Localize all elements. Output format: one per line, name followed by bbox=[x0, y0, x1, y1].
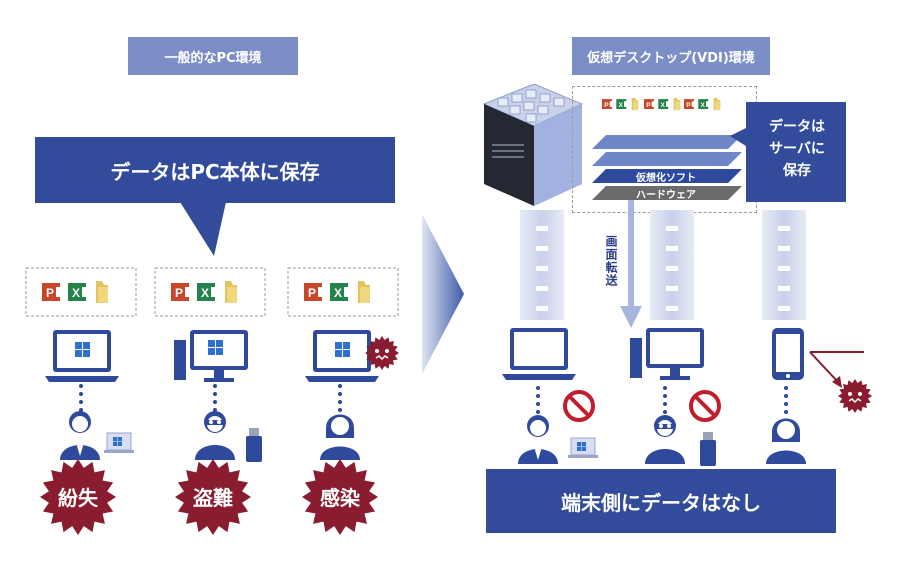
risk-label: 紛失 bbox=[58, 486, 99, 510]
svg-text:X: X bbox=[201, 286, 209, 300]
svg-text:X: X bbox=[701, 102, 706, 109]
powerpoint-icon: P bbox=[644, 99, 657, 109]
windows-logo-icon bbox=[577, 442, 586, 451]
virus-icon bbox=[365, 336, 399, 370]
server-note-text: データは サーバに 保存 bbox=[769, 119, 825, 179]
excel-icon: X bbox=[68, 283, 90, 301]
laptop-icon bbox=[502, 328, 576, 380]
thief-person-icon bbox=[195, 411, 235, 460]
general-pc-tag: 一般的なPC環境 bbox=[128, 37, 298, 75]
folder-icon bbox=[673, 98, 681, 111]
connection-dots bbox=[213, 384, 217, 412]
virus-burst bbox=[838, 379, 872, 413]
folder-icon bbox=[358, 281, 370, 303]
excel-icon: X bbox=[330, 283, 352, 301]
powerpoint-icon: P bbox=[171, 283, 193, 301]
svg-text:X: X bbox=[619, 102, 624, 109]
server-icon bbox=[482, 84, 584, 206]
virtualization-layers bbox=[592, 135, 742, 200]
excel-icon: X bbox=[658, 99, 671, 109]
svg-text:P: P bbox=[646, 102, 651, 109]
svg-text:P: P bbox=[175, 286, 183, 300]
folder-icon bbox=[631, 98, 639, 111]
virus-burst bbox=[365, 336, 399, 370]
excel-icon: X bbox=[197, 283, 219, 301]
connection-dots bbox=[338, 384, 342, 412]
prohibited-icon bbox=[563, 390, 595, 422]
svg-text:P: P bbox=[46, 286, 54, 300]
signal-beams bbox=[520, 210, 806, 320]
windows-logo-icon bbox=[75, 342, 90, 357]
prohibited-icon bbox=[689, 390, 721, 422]
local-files-box bbox=[25, 267, 137, 317]
risk-label: 感染 bbox=[320, 486, 361, 510]
powerpoint-icon: P bbox=[42, 283, 64, 301]
folder-icon bbox=[96, 281, 108, 303]
excel-icon: X bbox=[698, 99, 711, 109]
svg-text:P: P bbox=[604, 102, 609, 109]
windows-logo-icon bbox=[113, 437, 122, 446]
right-devices bbox=[502, 328, 872, 466]
desktop-pc-icon bbox=[174, 330, 248, 382]
transition-arrow bbox=[422, 214, 464, 374]
svg-text:X: X bbox=[661, 102, 666, 109]
risk-burst bbox=[302, 459, 378, 535]
smartphone-icon bbox=[772, 328, 804, 380]
local-files-box bbox=[154, 267, 266, 317]
powerpoint-icon: P bbox=[684, 99, 697, 109]
small-laptop-icon bbox=[104, 432, 134, 453]
woman-person-icon bbox=[320, 414, 360, 460]
left-devices: P X P X P X 紛失 盗難 感染 bbox=[25, 267, 399, 535]
folder-icon bbox=[225, 281, 237, 303]
risk-burst bbox=[40, 459, 116, 535]
virus-icon bbox=[838, 379, 872, 413]
layer-virtualization-label: 仮想化ソフト bbox=[636, 173, 696, 184]
windows-logo-icon bbox=[335, 342, 350, 357]
server-note-callout bbox=[730, 102, 846, 202]
local-files-box bbox=[287, 267, 399, 317]
connection-dots bbox=[79, 384, 83, 412]
connection-dots bbox=[663, 386, 667, 414]
risk-burst bbox=[175, 459, 251, 535]
layer-hardware-label: ハードウェア bbox=[636, 190, 696, 201]
svg-text:X: X bbox=[334, 286, 342, 300]
small-laptop-icon bbox=[568, 437, 598, 458]
powerpoint-icon: P bbox=[304, 283, 326, 301]
desktop-pc-icon bbox=[630, 328, 704, 380]
screen-transfer-label: 画面転送 bbox=[604, 235, 618, 287]
svg-text:X: X bbox=[72, 286, 80, 300]
svg-text:P: P bbox=[308, 286, 316, 300]
folder-icon bbox=[713, 98, 721, 111]
powerpoint-icon: P bbox=[602, 99, 615, 109]
thief-person-icon bbox=[645, 415, 685, 464]
woman-person-icon bbox=[766, 418, 806, 464]
svg-text:P: P bbox=[686, 102, 691, 109]
connection-dots bbox=[536, 386, 540, 414]
screen-transfer-arrow bbox=[620, 200, 642, 328]
connection-dots bbox=[784, 386, 788, 414]
usb-drive-icon bbox=[700, 432, 716, 466]
attack-arrow bbox=[809, 351, 839, 383]
man-person-icon bbox=[60, 411, 100, 460]
no-data-on-device-banner: 端末側にデータはなし bbox=[486, 469, 836, 533]
usb-drive-icon bbox=[246, 428, 262, 462]
windows-logo-icon bbox=[208, 340, 223, 355]
risk-label: 盗難 bbox=[193, 486, 233, 510]
excel-icon: X bbox=[616, 99, 629, 109]
data-on-pc-banner: データはPC本体に保存 bbox=[35, 137, 395, 203]
vdi-tag: 仮想デスクトップ(VDI)環境 bbox=[572, 37, 770, 75]
banner-pointer bbox=[180, 202, 226, 256]
man-person-icon bbox=[518, 415, 558, 464]
